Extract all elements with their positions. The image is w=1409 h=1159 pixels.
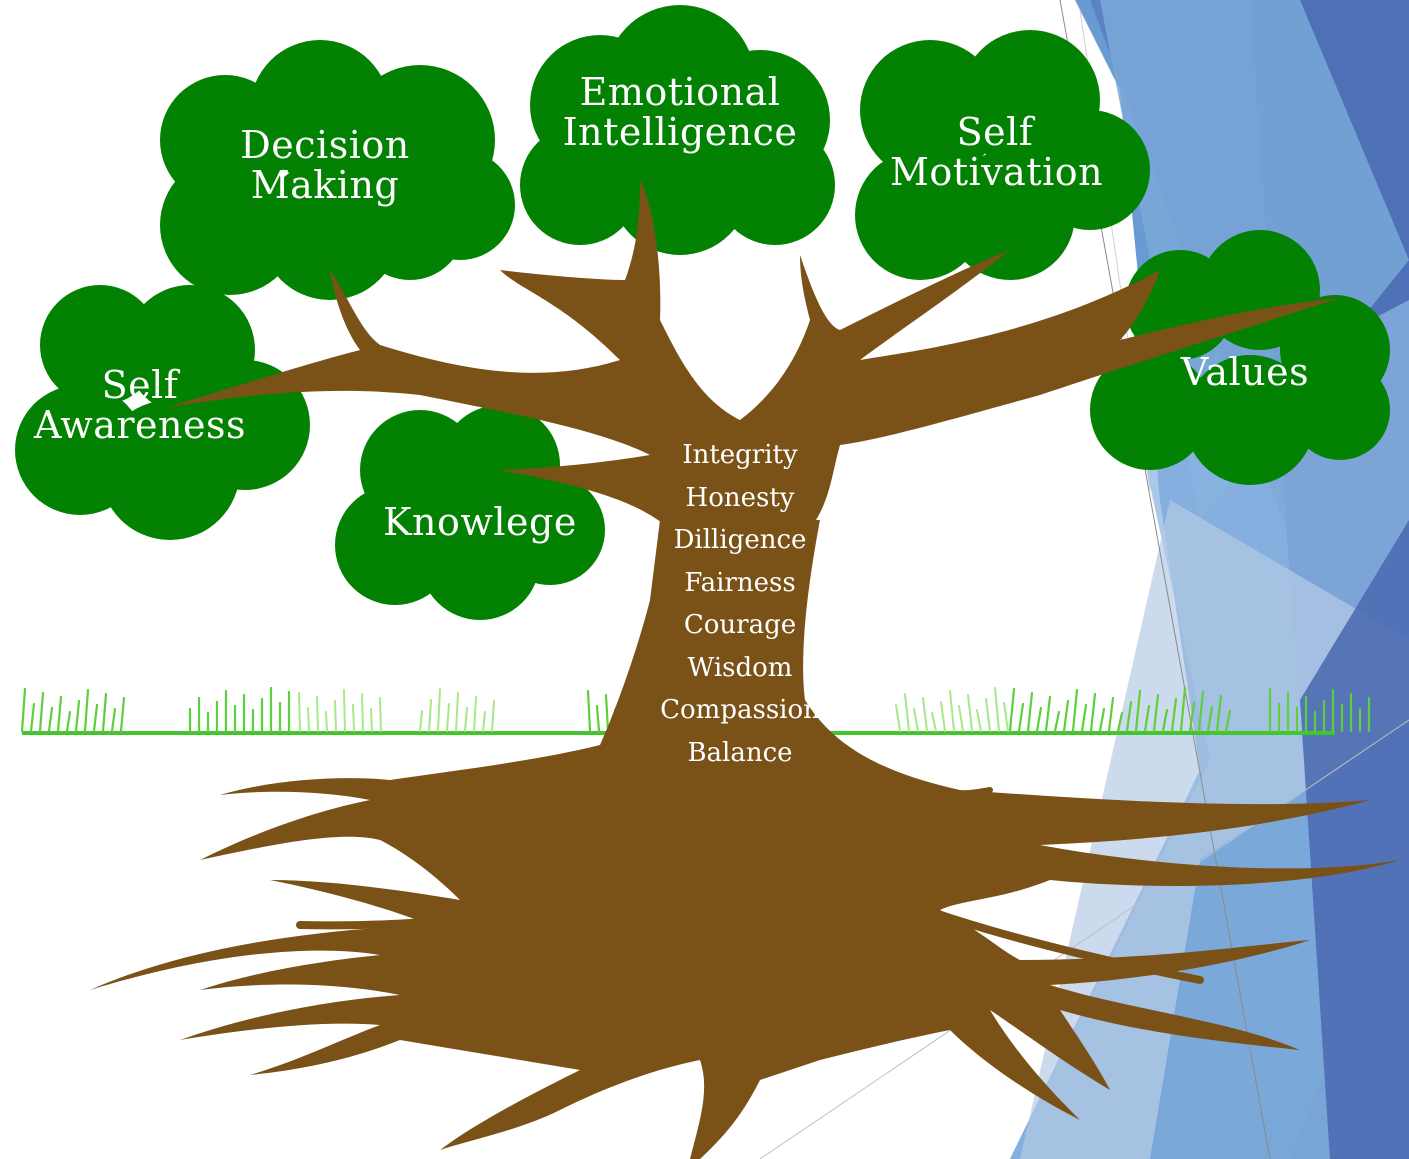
grass-blade — [1017, 702, 1025, 733]
label-decision-making: Decision Making — [240, 123, 410, 207]
label-self-awareness: Self Awareness — [33, 363, 247, 447]
trunk-value: Honesty — [685, 482, 795, 513]
grass-blade — [29, 702, 36, 733]
grass-blade — [940, 701, 946, 732]
trunk-value: Fairness — [684, 567, 796, 598]
grass-blade — [307, 707, 310, 732]
grass-blade — [316, 696, 319, 732]
grass-blade — [922, 697, 928, 732]
label-emotional-intelligence: Emotional Intelligence — [562, 70, 798, 154]
label-self-motivation: Self Motivation — [890, 110, 1104, 194]
grass-blade — [1044, 695, 1052, 733]
branches — [90, 180, 1400, 1159]
grass-blade — [38, 691, 45, 733]
grass-blade — [976, 709, 982, 732]
grass-blade — [1143, 704, 1151, 733]
grass-blade — [1197, 690, 1205, 733]
grass-blade — [586, 689, 592, 733]
canopy-self-awareness — [15, 285, 310, 540]
grass-blade — [1026, 691, 1034, 733]
grass-blade — [47, 706, 54, 733]
grass-blade — [1062, 699, 1070, 733]
grass-blade — [1107, 696, 1115, 733]
grass-blade — [931, 712, 937, 732]
trunk-values-list: Integrity Honesty Dilligence Fairness Co… — [650, 434, 830, 774]
grass-blade — [1080, 703, 1088, 733]
grass-blade — [1003, 702, 1009, 732]
grass-blade — [482, 711, 486, 732]
label-values: Values — [1180, 350, 1310, 394]
grass-blade — [464, 707, 468, 732]
trunk-value: Wisdom — [687, 652, 793, 683]
grass-blade — [65, 710, 72, 733]
grass-blade — [1089, 692, 1097, 733]
grass-blade — [110, 707, 117, 733]
grass-blade — [419, 710, 423, 732]
grass-blade — [56, 695, 63, 733]
grass-blade — [913, 708, 919, 732]
grass-blade — [1035, 706, 1043, 733]
grass-blade — [455, 692, 459, 732]
grass-blade — [83, 688, 90, 733]
grass-blade — [895, 704, 901, 732]
grass-blade — [1053, 710, 1061, 733]
grass-blade — [343, 689, 346, 732]
grass-blade — [325, 711, 328, 732]
grass-blade — [352, 704, 355, 732]
grass-blade — [1215, 694, 1223, 733]
grass-blade — [1224, 709, 1232, 733]
grass-blade — [379, 697, 382, 732]
grass-blade — [101, 692, 108, 733]
grass-blade — [1152, 693, 1160, 733]
trunk-value: Courage — [683, 610, 797, 640]
grass-blade — [958, 705, 964, 732]
grass-blade — [994, 687, 1000, 732]
grass-blade — [1161, 708, 1169, 733]
grass-blade — [1125, 700, 1133, 733]
grass-blade — [985, 698, 991, 732]
grass-blade — [92, 703, 99, 733]
grass-blade — [298, 692, 301, 732]
trunk-value: Compassion — [660, 695, 820, 725]
grass-blade — [1116, 711, 1124, 733]
grass-blade — [437, 688, 441, 732]
grass-blade — [446, 703, 450, 732]
grass-blade — [949, 690, 955, 732]
grass-blade — [904, 693, 910, 732]
grass-blade — [595, 704, 601, 733]
grass-blade — [1206, 705, 1214, 733]
canopy-self-motivation — [855, 30, 1150, 280]
grass-blade — [428, 699, 432, 732]
grass-blade — [1134, 689, 1142, 733]
grass-blade — [361, 693, 364, 732]
grass-blade — [473, 696, 477, 732]
grass-blade — [20, 687, 27, 733]
grass-blade — [491, 700, 495, 732]
canopy-knowlege — [335, 405, 605, 620]
grass-blade — [334, 700, 337, 732]
grass-blade — [1170, 697, 1178, 733]
grass-blade — [370, 708, 373, 732]
grass-blade — [1188, 701, 1196, 733]
trunk-value: Integrity — [682, 440, 798, 470]
grass-blade — [119, 696, 126, 733]
grass-blade — [967, 694, 973, 732]
label-knowlege: Knowlege — [383, 500, 577, 544]
roots — [296, 767, 1204, 1045]
trunk-value: Dilligence — [673, 525, 807, 555]
grass-blade — [1098, 707, 1106, 733]
canopy-decision-making — [160, 40, 515, 300]
trunk-value: Balance — [687, 737, 793, 768]
grass-blade — [1008, 687, 1016, 733]
grass-blade — [74, 699, 81, 733]
grass-blade — [1179, 686, 1187, 733]
grass-blade — [1071, 688, 1079, 733]
